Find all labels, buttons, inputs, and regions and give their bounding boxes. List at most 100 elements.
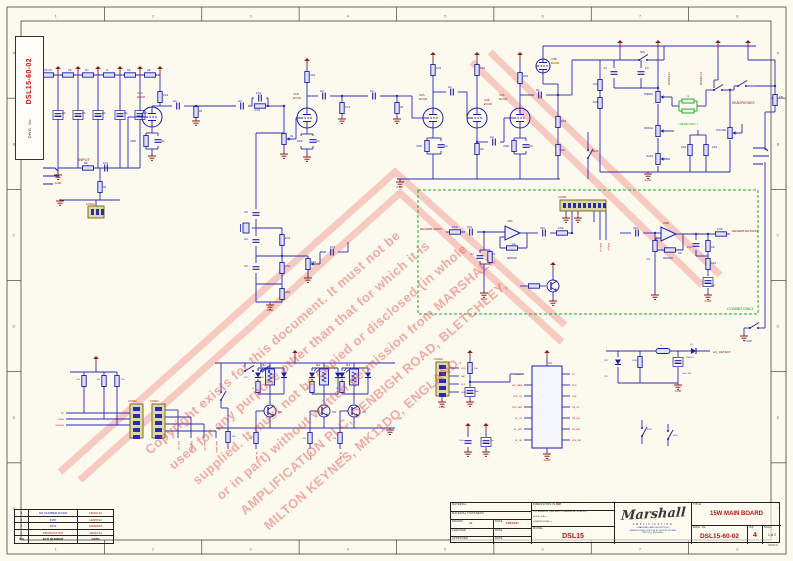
part-label: 10k <box>512 244 517 246</box>
sym-conn <box>151 403 166 439</box>
drawn-date-label: DATE <box>495 520 503 524</box>
sym-rh <box>62 72 74 78</box>
logo-copy-2: DENBIGH ROAD, BLETCHLEY, MILTON KEYNES, <box>629 529 677 532</box>
part-label: 47k <box>248 438 252 440</box>
part-label: 10k <box>96 379 100 381</box>
part-label: CON6A <box>558 196 567 199</box>
title-label: TITLE <box>693 503 702 507</box>
part-label: SL_DAT <box>514 428 523 431</box>
sym-rv <box>474 64 480 76</box>
sym-dv <box>615 359 621 366</box>
sym-ch <box>635 229 639 237</box>
part-label: GND <box>461 392 466 394</box>
sym-gnd <box>562 216 570 223</box>
sym-rel <box>265 368 275 386</box>
logo-copy-3: MK1 1DQ, ENGLAND. <box>642 532 664 535</box>
sym-rv <box>772 94 778 106</box>
part-label: 470R <box>717 229 723 231</box>
sym-ch <box>450 88 454 96</box>
rev-cell: 3387 <box>29 516 78 523</box>
part-label: REVERB SEND <box>420 227 442 231</box>
frame-row-label: A <box>777 50 780 55</box>
part-label: RESET <box>515 374 523 376</box>
sheet-value: 1 of 2 <box>768 533 776 537</box>
frame-row-label: D <box>777 324 780 329</box>
part-label: 47k <box>646 259 651 261</box>
part-label: SL_OE <box>515 440 523 442</box>
part-label: 10k <box>678 253 683 255</box>
tolerance-label: TOLERANCE (UNLESS OTHERWISE STATED) <box>533 511 587 514</box>
part-label: BASS <box>647 155 654 158</box>
sym-rv <box>279 288 285 300</box>
drawn-date-value: 15MAR11 <box>506 522 519 525</box>
part-label: 820R <box>297 141 303 143</box>
part-label: V3A <box>499 93 505 97</box>
part-label: VDD <box>461 368 466 370</box>
sym-flag <box>617 40 623 49</box>
sym-jack <box>753 147 769 165</box>
part-label: 820R <box>504 146 510 148</box>
sym-gnd <box>466 400 474 407</box>
part-label: 10k <box>121 379 125 381</box>
sym-ev <box>92 110 104 120</box>
part-label: 15V <box>604 376 608 378</box>
dwg-no-label: DWG. No. <box>693 526 707 530</box>
sheet-label: Sheet <box>764 526 772 530</box>
sym-dot <box>773 84 777 88</box>
part-label: 1k <box>306 388 309 390</box>
part-label: SL_CK <box>515 418 522 420</box>
part-label: ECC83 <box>419 98 428 101</box>
part-label: V1A <box>137 91 143 95</box>
part-label: RL_RB1 <box>255 452 257 461</box>
sym-gnd <box>438 400 446 407</box>
part-label: TR2 <box>332 412 337 414</box>
sym-flag <box>304 58 310 67</box>
sym-rh <box>103 72 115 78</box>
part-label: V1B <box>293 92 299 96</box>
sym-rh <box>42 72 54 78</box>
model-label: MODEL <box>533 527 544 531</box>
sym-flag <box>465 423 471 432</box>
rev-cell: 16MAY12 <box>78 510 113 517</box>
dimensions-unit: MM <box>556 503 561 507</box>
frame-col-label: 4 <box>347 547 350 552</box>
part-label: 47k <box>302 438 306 440</box>
sym-pot <box>655 125 665 137</box>
part-label: TREBLE <box>644 93 654 96</box>
part-label: V2A <box>419 93 425 97</box>
part-label: AGND <box>705 300 712 303</box>
part-label: ZD1 <box>604 360 609 362</box>
sym-gnd <box>482 450 490 457</box>
part-label: 100k <box>712 147 718 149</box>
model-value: DSL15 <box>562 533 584 540</box>
part-label: 100k <box>163 95 169 97</box>
sym-sw <box>260 365 271 372</box>
part-label: 22n <box>238 101 243 103</box>
part-label: 10k <box>76 379 80 381</box>
sym-ch <box>542 229 546 237</box>
frame-col-label: 6 <box>541 14 544 19</box>
part-label: 10k <box>147 70 152 72</box>
sym-dv <box>281 372 287 379</box>
sym-led <box>339 367 350 379</box>
part-label: 22n <box>490 137 495 139</box>
part-label: 220k <box>593 102 599 104</box>
part-label: 1M <box>199 111 202 113</box>
sym-rv <box>555 116 561 128</box>
sym-rh <box>124 72 136 78</box>
sym-gnd <box>386 428 394 435</box>
part-label: 100n <box>633 228 639 230</box>
part-label: 100k <box>310 75 316 77</box>
part-label: 470p <box>330 247 336 249</box>
part-label: 22n <box>448 87 453 89</box>
sym-flag <box>550 262 556 271</box>
sym-gnd <box>574 216 582 223</box>
frame-col-label: 5 <box>444 547 447 552</box>
sym-gnd <box>704 293 712 300</box>
sym-rel <box>349 368 359 386</box>
part-label: 100n <box>474 391 480 393</box>
rev-cell: 3 <box>15 516 29 523</box>
sym-dot <box>570 231 574 235</box>
